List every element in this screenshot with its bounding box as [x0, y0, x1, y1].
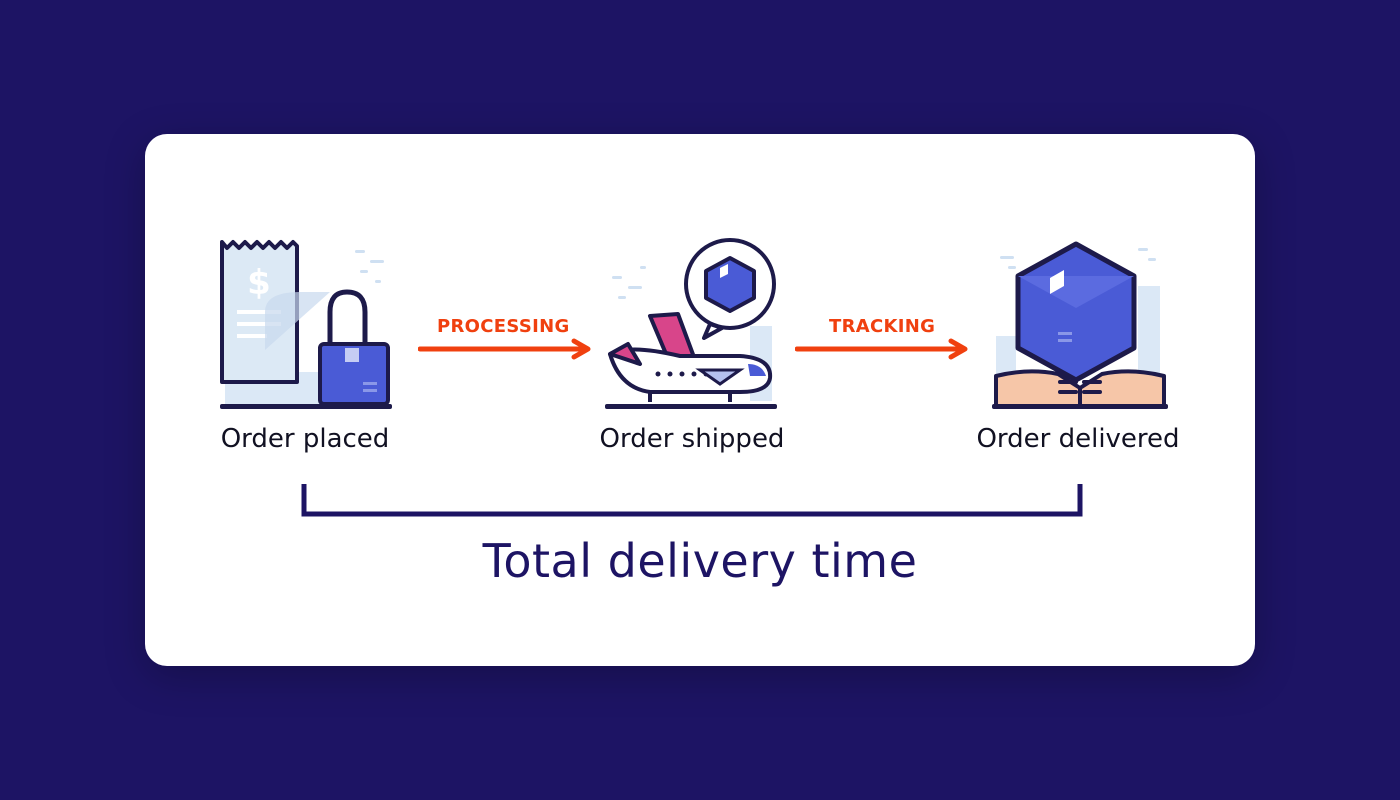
receipt-bag-icon: $ [220, 240, 392, 409]
hands-package-icon [992, 241, 1168, 409]
arrow-right-icon [795, 338, 968, 360]
transition-label-tracking: TRACKING [829, 316, 936, 337]
step-label-order-delivered: Order delivered [976, 424, 1180, 454]
airplane-package-icon [605, 238, 777, 409]
total-delivery-time-label: Total delivery time [482, 534, 918, 588]
svg-text:$: $ [247, 263, 271, 303]
total-time-bracket [301, 484, 1083, 517]
step-label-order-placed: Order placed [220, 424, 390, 454]
step-label-order-shipped: Order shipped [599, 424, 785, 454]
arrow-right-icon [418, 338, 591, 360]
transition-label-processing: PROCESSING [437, 316, 570, 337]
